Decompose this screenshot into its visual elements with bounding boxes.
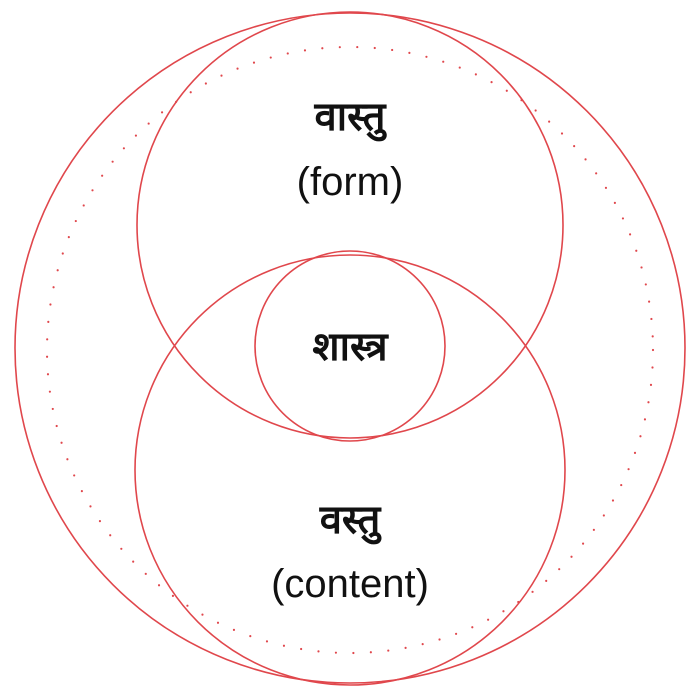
bottom-english-label: (content) [271, 562, 429, 606]
center-circle [254, 250, 446, 442]
lower-circle [134, 254, 566, 686]
center-sanskrit-label: शास्त्र [312, 324, 389, 370]
outer-circle [14, 12, 686, 684]
upper-circle [136, 11, 564, 439]
top-english-label: (form) [297, 160, 404, 204]
top-sanskrit-label: वास्तु [314, 94, 388, 142]
dotted-ring [45, 45, 655, 655]
bottom-sanskrit-label: वस्तु [319, 497, 383, 545]
